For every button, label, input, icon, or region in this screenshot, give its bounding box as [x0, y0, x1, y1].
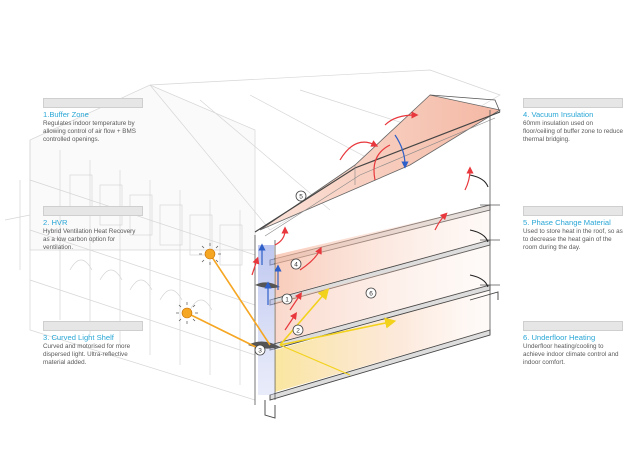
marker-6: 6 — [365, 287, 377, 299]
sunlight-rays — [186, 253, 397, 376]
callout-bar — [43, 206, 143, 216]
marker-2: 2 — [292, 324, 304, 336]
marker-5: 5 — [295, 190, 307, 202]
callout-buffer-zone: 1.Buffer Zone Regulates indoor temperatu… — [43, 98, 143, 144]
callout-body: Hybrid Ventilation Heat Recovery as a lo… — [43, 228, 136, 252]
foundation — [264, 291, 499, 419]
callout-body: Used to store heat in the roof, so as to… — [523, 228, 623, 252]
air-flow-arrows — [251, 111, 474, 331]
callout-hvr: 2. HVR Hybrid Ventilation Heat Recovery … — [43, 206, 143, 252]
marker-1: 1 — [281, 293, 293, 305]
callout-light-shelf: 3. Curved Light Shelf Curved and motoris… — [43, 321, 143, 367]
callout-body: Curved and motorised for more dispersed … — [43, 343, 131, 367]
callout-bar — [523, 98, 623, 108]
svg-text:4: 4 — [294, 262, 298, 269]
callout-bar — [43, 98, 143, 108]
callout-body: 60mm insulation used on floor/ceiling of… — [523, 120, 623, 144]
callout-title: 1.Buffer Zone — [43, 110, 89, 119]
callout-vacuum-insulation: 4. Vacuum Insulation 60mm insulation use… — [523, 98, 623, 144]
svg-text:3: 3 — [258, 348, 262, 355]
svg-text:2: 2 — [296, 328, 300, 335]
svg-text:5: 5 — [299, 194, 303, 201]
callout-title: 6. Underfloor Heating — [523, 333, 596, 342]
marker-3: 3 — [254, 344, 266, 356]
callout-body: Underfloor heating/cooling to achieve in… — [523, 343, 619, 367]
callout-underfloor-heating: 6. Underfloor Heating Underfloor heating… — [523, 321, 623, 367]
marker-4: 4 — [290, 258, 302, 270]
roof-structure — [254, 94, 502, 237]
callout-title: 4. Vacuum Insulation — [523, 110, 594, 119]
callout-title: 2. HVR — [43, 218, 68, 227]
svg-text:1: 1 — [285, 297, 289, 304]
svg-text:6: 6 — [369, 291, 373, 298]
callout-title: 5. Phase Change Material — [523, 218, 611, 227]
callout-bar — [523, 321, 623, 331]
sun-icon — [199, 243, 221, 265]
callout-phase-change: 5. Phase Change Material Used to store h… — [523, 206, 623, 252]
callout-body: Regulates indoor temperature by allowing… — [43, 120, 136, 144]
callout-title: 3. Curved Light Shelf — [43, 333, 114, 342]
sun-icon — [176, 302, 198, 324]
callout-bar — [43, 321, 143, 331]
callout-bar — [523, 206, 623, 216]
